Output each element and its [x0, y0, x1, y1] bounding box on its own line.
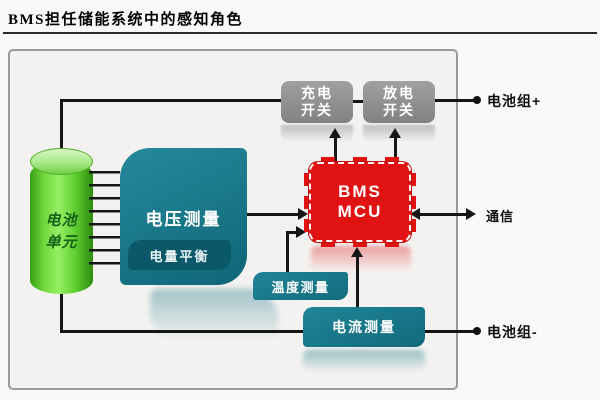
mcu-pin	[411, 219, 416, 232]
battery-cell-node: 电池 单元	[30, 148, 93, 294]
arrowhead-comm-right	[466, 208, 476, 220]
arrow-mcu-comm-line	[419, 213, 468, 216]
temp-measure-node: 温度测量	[253, 272, 348, 300]
discharge-switch-line2: 开关	[383, 102, 415, 118]
battery-cell-label-line1: 电池	[45, 212, 78, 229]
line-cell-to-charge-switch	[60, 99, 281, 102]
mcu-pin	[321, 157, 335, 162]
charge-switch-line1: 充电	[301, 84, 333, 101]
title-underline	[3, 32, 597, 34]
mcu-pin	[411, 196, 416, 209]
line-current-to-pack-minus	[425, 330, 475, 333]
battery-cell-label-line2: 单元	[45, 233, 78, 251]
arrowhead-comm-left	[410, 208, 420, 220]
line-cell-bottom-vertical	[60, 294, 63, 332]
label-battery-pack-plus: 电池组+	[487, 93, 542, 109]
terminal-dot-pack-minus	[473, 327, 481, 335]
label-battery-pack-minus: 电池组-	[487, 324, 538, 340]
mcu-pin	[411, 173, 416, 186]
mcu-pin	[353, 157, 367, 162]
bms-mcu-node: BMS MCU	[309, 162, 411, 242]
arrow-voltage-to-mcu-line	[247, 213, 299, 216]
arrowhead-mcu-to-discharge	[389, 128, 401, 138]
mcu-pin	[385, 242, 399, 247]
arrow-temp-to-mcu-hline	[286, 231, 298, 234]
cell-sense-wires	[89, 171, 120, 267]
bms-mcu-line1: BMS	[338, 181, 382, 201]
label-communication: 通信	[486, 209, 515, 224]
mcu-pin	[304, 196, 309, 209]
bms-mcu-line2: MCU	[337, 202, 383, 221]
line-cell-to-current-block	[60, 330, 303, 333]
mcu-pin	[304, 173, 309, 186]
mcu-pin	[321, 242, 335, 247]
discharge-switch-node: 放电 开关	[363, 81, 435, 123]
charge-balance-node: 电量平衡	[128, 240, 231, 270]
battery-cell-label: 电池 单元	[30, 210, 93, 254]
arrow-mcu-to-charge-line	[334, 137, 337, 162]
page-title: BMS担任储能系统中的感知角色	[8, 12, 244, 28]
current-measure-node: 电流测量	[303, 307, 425, 347]
voltage-measure-label: 电压测量	[145, 210, 222, 229]
arrow-temp-to-mcu-vline	[286, 232, 289, 273]
mcu-pin	[385, 157, 399, 162]
line-cell-top-vertical	[60, 100, 63, 148]
terminal-dot-pack-plus	[473, 96, 481, 104]
arrowhead-voltage-to-mcu	[298, 208, 308, 220]
arrow-current-to-mcu-line	[356, 256, 359, 307]
line-discharge-to-pack-plus	[435, 99, 475, 102]
voltage-measure-node: 电压测量 电量平衡	[120, 148, 247, 285]
discharge-switch-line1: 放电	[383, 84, 415, 101]
charge-switch-node: 充电 开关	[281, 81, 353, 123]
arrow-mcu-to-discharge-line	[394, 137, 397, 162]
mcu-pin	[304, 219, 309, 232]
charge-switch-line2: 开关	[301, 102, 333, 118]
battery-cell-body	[30, 161, 93, 294]
battery-cell-top	[30, 148, 93, 175]
arrowhead-current-to-mcu	[351, 247, 363, 257]
arrowhead-mcu-to-charge	[329, 128, 341, 138]
line-switch-to-switch	[352, 100, 364, 103]
arrowhead-temp-to-mcu	[296, 226, 306, 238]
mcu-pin	[353, 242, 367, 247]
